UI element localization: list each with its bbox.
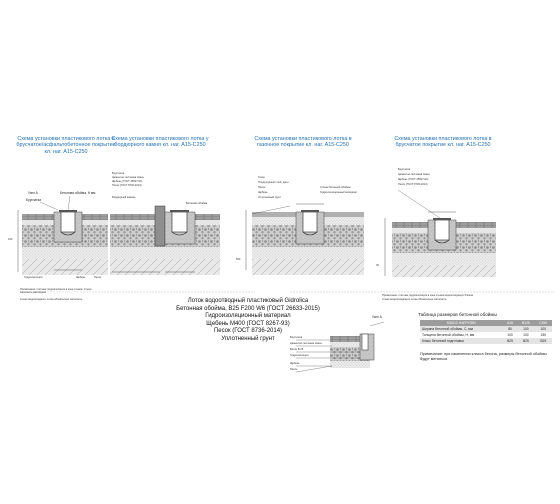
table-cell: 100 — [517, 326, 535, 332]
table-cell: 100 — [523, 333, 529, 337]
scheme-1-label: Брусчатка — [26, 198, 42, 202]
scheme-2-label: Брусчатка — [112, 172, 125, 175]
table-row: Толщина бетонной обоймы, H, мм 100 100 1… — [420, 332, 552, 338]
legend-line: Бетонная обойма, В25 F200 W6 (ГОСТ 26633… — [176, 305, 320, 312]
scheme-1-title: Схема установки пластикового лотка в бру… — [16, 136, 116, 155]
node-a-label: Бетон В 25 — [290, 348, 304, 351]
scheme-4-section — [384, 189, 496, 277]
table-title: Таблица размеров бетонной обоймы — [418, 312, 497, 317]
scheme-1-label: Узел А — [28, 191, 38, 195]
table-note: Примечание: при изменении класса бетона,… — [420, 352, 547, 361]
scheme-2-label: Бетонная обойма — [186, 202, 208, 205]
note-left: Примечание: плотная гидроизоляция в зоне… — [20, 288, 92, 295]
dimension-label: 500 — [236, 258, 241, 261]
node-a-label: Щебень — [290, 362, 300, 365]
note-left-2: Стыки водоотводного лотка обязательно за… — [20, 298, 83, 301]
scheme-4-title: Схема установки пластикового лотка в бру… — [394, 136, 492, 149]
legend-line: Щебень М400 (ГОСТ 8267-93) — [206, 320, 290, 327]
table-cell: 100 — [507, 333, 513, 337]
scheme-4-label: Цементно-песчаная смесь — [398, 173, 431, 176]
note-right-2: Стыки водоотводящего лотка обязательно з… — [382, 298, 447, 301]
scheme-2-label: Песок (ГОСТ 8736-2014) — [112, 184, 142, 187]
table-header: С250 — [534, 320, 552, 326]
node-a-detail — [295, 321, 385, 373]
table-header-row: КЛАСС НАГРУЗКИ А15 В125 С250 — [420, 320, 552, 326]
scheme-2-label: Щебень (ГОСТ 25607-94) — [112, 180, 143, 183]
scheme-1-label: Щебень — [76, 276, 86, 279]
dimension-label: 100 — [8, 238, 13, 241]
scheme-1-label: Бетонная обойма, Н мм — [60, 191, 96, 195]
scheme-3-label: Газон — [258, 176, 265, 179]
node-a-label: Песок — [290, 368, 298, 371]
dimensions-table: КЛАСС НАГРУЗКИ А15 В125 С250 Ширина бето… — [420, 320, 552, 344]
table-row: Ширина бетонной обоймы, C, мм 80 100 100 — [420, 326, 552, 332]
scheme-4-label: Песок (ГОСТ 8736-2014) — [398, 183, 428, 186]
legend-line: Гидроизоляционный материал — [205, 313, 291, 320]
scheme-4-label: Щебень (ГОСТ 25607-94) — [398, 178, 429, 181]
table-cell: 80 — [502, 326, 518, 332]
scheme-4-label: Брусчатка — [398, 168, 411, 171]
scheme-1-label: Песок — [94, 276, 102, 279]
table-cell: Толщина бетонной обоймы, H, мм — [422, 333, 475, 337]
table-cell: Класс бетонной подготовки — [420, 338, 503, 344]
node-a-label: Брусчатка — [290, 336, 303, 339]
node-a-label: Цементно-песчаная смесь — [290, 342, 323, 345]
scheme-2-label: Цементно-песчаная смесь — [112, 176, 145, 179]
scheme-3-title: Схема установки пластикового лотка в газ… — [254, 136, 352, 149]
node-a-title: Узел А — [372, 315, 382, 319]
scheme-2-section — [110, 205, 220, 275]
scheme-2-label: Бордюрный камень — [112, 196, 136, 199]
table-cell: В25 — [534, 338, 552, 344]
scheme-3-label: Стенки бетонной обоймы — [320, 186, 351, 189]
scheme-1-label: Гидроизоляция — [24, 276, 43, 279]
scheme-2-title: Схема установки пластикового лотка у бор… — [111, 136, 209, 149]
table-cell: 100 — [534, 326, 552, 332]
table-cell: Ширина бетонной обоймы, C, мм — [420, 326, 503, 332]
table-header: А15 — [502, 320, 518, 326]
scheme-3-label: Гидроизоляционный материал — [320, 191, 357, 194]
legend-line: Лоток водоотводный пластиковый Gidrolica — [187, 298, 309, 304]
note-right: Примечание: плотная гидроизоляция в зоне… — [382, 294, 473, 297]
table-row: Класс бетонной подготовки В25 В25 В25 — [420, 338, 552, 344]
table-header: КЛАСС НАГРУЗКИ — [420, 320, 503, 326]
dimension-label: 30 — [376, 264, 379, 267]
table-header: В125 — [517, 320, 535, 326]
scheme-3-label: Уплотненный грунт — [258, 196, 282, 199]
table-cell: В25 — [502, 338, 518, 344]
table-cell: 150 — [540, 333, 546, 337]
table-cell: В25 — [517, 338, 535, 344]
scheme-3-label: Плодородный слой, дерн — [258, 181, 289, 184]
node-a-label: Гидроизоляция — [290, 354, 309, 357]
legend-line: Песок (ГОСТ 8736-2014) — [213, 328, 283, 335]
materials-legend: Лоток водоотводный пластиковый Gidrolica… — [148, 298, 348, 344]
scheme-3-section — [245, 203, 364, 275]
scheme-3-label: Щебень — [258, 191, 268, 194]
scheme-1-section — [17, 195, 108, 275]
legend-line: Уплотненный грунт — [221, 335, 275, 342]
scheme-3-label: Песок — [258, 186, 266, 189]
